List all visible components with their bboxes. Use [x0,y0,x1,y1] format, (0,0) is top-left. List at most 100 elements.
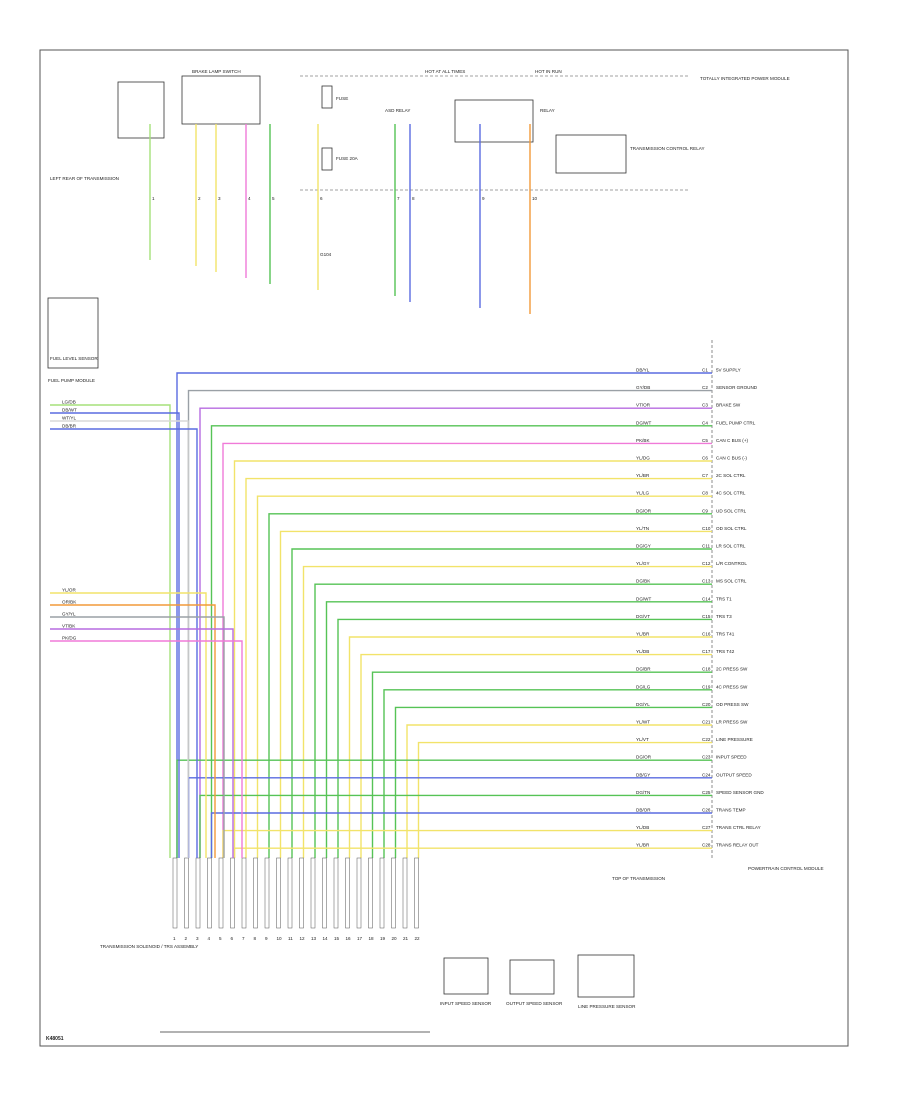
pcm-wire-color-label: YL/WT [636,720,650,725]
ground-label: G104 [320,252,332,257]
harness-pin-number: 17 [357,936,363,941]
left-sensor-label: LEFT REAR OF TRANSMISSION [50,176,119,181]
pcm-wire [256,495,712,858]
pcm-pin-function: UD SOL CTRL [716,508,747,513]
pcm-pin-function: OD PRESS SW [716,702,749,707]
pcm-pin-number: C20 [702,702,711,707]
pcm-wire [222,442,712,858]
left-wire-color-label: LG/DB [62,400,76,405]
brake-switch-box [181,75,261,125]
pcm-pin-number: C27 [702,825,711,830]
pcm-wire-color-label: YL/BR [636,473,650,478]
harness-pin-number: 9 [265,936,268,941]
pcm-wire-color-label: DG/LG [636,684,651,689]
pcm-pin-number: C24 [702,772,711,777]
power-header-right: HOT IN RUN [535,69,562,74]
fuel-pump-module-label: FUEL PUMP MODULE [48,378,95,383]
pcm-pin-function: 4C PRESS SW [716,684,748,689]
harness-pin-body [345,857,350,929]
pcm-pin-number: C28 [702,843,711,848]
tipm-connector-number: 2 [198,196,201,201]
fuel-pump-module-box [47,297,99,369]
harness-pin-body [184,857,189,929]
pcm-pin-number: C16 [702,632,711,637]
pcm-pin-function: CAN C BUS (+) [716,438,749,443]
left-wire-color-label: VT/BK [62,624,76,629]
pcm-pin-number: C22 [702,737,711,742]
pcm-pin-function: TRANS TEMP [716,808,746,813]
pcm-wire [210,812,712,858]
harness-pin-number: 10 [277,936,283,941]
output-speed-sensor-box [509,959,555,995]
pcm-wire-color-label: YL/BR [636,632,650,637]
pcm-pin-function: FUEL PUMP CTRL [716,420,756,425]
pcm-wire [291,548,712,858]
harness-pin-body [310,857,316,929]
pcm-wire-color-label: YL/VT [636,737,649,742]
harness-pin-body [333,857,339,929]
pcm-pin-function: TRANS CTRL RELAY [716,825,761,830]
left-wire [50,592,207,858]
left-wire [50,428,198,858]
harness-pin-body [241,857,247,929]
pcm-pin-row: PK/BK C5 CAN C BUS (+) [636,438,749,443]
pcm-wire-color-label: PK/BK [636,438,650,443]
pcm-pin-number: C18 [702,667,711,672]
left-wire-color-label: WT/YL [62,416,76,421]
trans-harness-label: TRANSMISSION SOLENOID / TRS ASSEMBLY [100,944,198,949]
harness-pin-number: 3 [196,936,199,941]
pcm-wire [245,477,712,858]
tipm-connector-number: 4 [248,196,251,201]
pcm-wire-color-label: DB/OR [636,808,651,813]
pcm-wire [187,777,712,858]
pcm-pin-function: 2C SOL CTRL [716,473,746,478]
pcm-wire [279,530,712,858]
pcm-pin-function: SENSOR GROUND [716,385,758,390]
pcm-pin-number: C21 [702,720,711,725]
left-wire-color-label: GY/YL [62,612,76,617]
left-wire [50,420,189,858]
pcm-pin-number: C13 [702,579,711,584]
pcm-pin-number: C14 [702,596,711,601]
brake-switch-label: BRAKE LAMP SWITCH [192,69,241,74]
pcm-wire [302,565,712,858]
pcm-wire-color-label: YL/GY [636,561,650,566]
pcm-pin-number: C5 [702,438,708,443]
pcm-pin-function: L/R CONTROL [716,561,747,566]
pcm-wire-color-label: DB/YL [636,368,650,373]
harness-pin-body [379,857,385,929]
pcm-pin-function: TRS T42 [716,649,735,654]
pcm-wire-color-label: DG/TN [636,790,650,795]
left-wire-color-label: YL/OR [62,588,76,593]
tipm-connector-number: 10 [532,196,538,201]
pcm-pin-function: SPEED SENSOR GND [716,790,764,795]
pcm-label: POWERTRAIN CONTROL MODULE [748,866,824,871]
pcm-pin-function: 4C SOL CTRL [716,491,746,496]
asd-relay-label: ASD RELAY [385,108,410,113]
pcm-pin-number: C3 [702,403,708,408]
fuel-level-sensor-label: FUEL LEVEL SENSOR [50,356,98,361]
pcm-wire-color-label: YL/DG [636,456,650,461]
harness-pin-body [207,857,212,929]
asd-relay-box [454,99,534,143]
footer-code: K48051 [46,1036,64,1042]
relay-label-2: TRANSMISSION CONTROL RELAY [630,146,705,151]
input-speed-sensor-box [443,957,489,995]
line-pressure-sensor-label: LINE PRESSURE SENSOR [578,1004,636,1009]
pcm-pin-number: C1 [702,368,708,373]
left-wire [50,616,225,858]
pcm-wire-color-label: DB/GY [636,772,650,777]
pcm-pin-number: C8 [702,491,708,496]
pcm-pin-function: MS SOL CTRL [716,579,747,584]
pcm-pin-number: C17 [702,649,711,654]
